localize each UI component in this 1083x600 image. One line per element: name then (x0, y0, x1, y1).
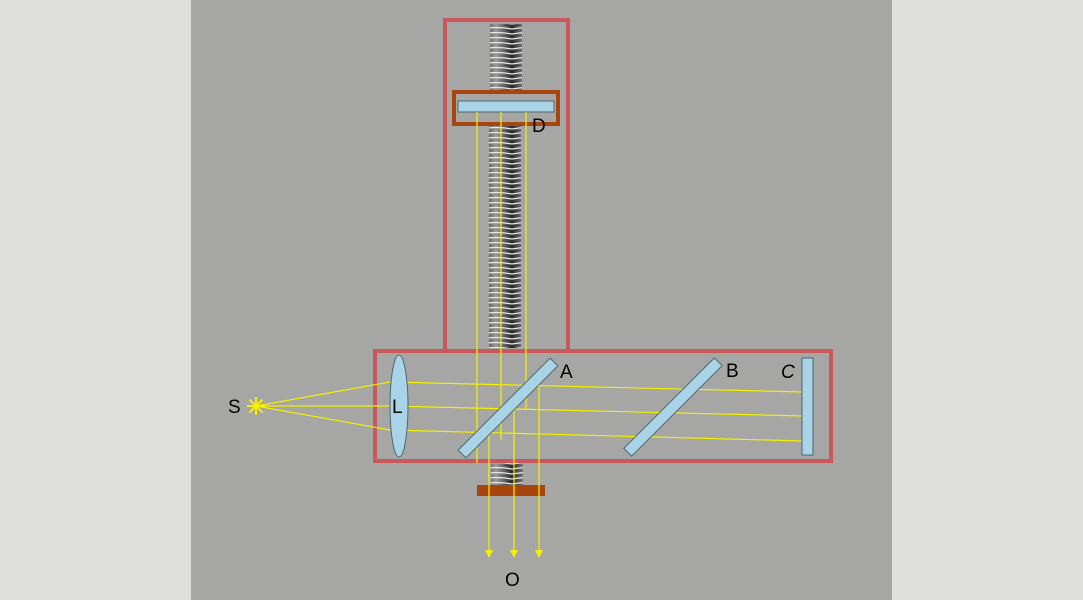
lens-l (389, 354, 409, 458)
ray-horizontal-mid (389, 405, 804, 417)
arrow-out-right (535, 550, 543, 558)
bottom-holder (477, 485, 545, 496)
star-burst-icon (247, 397, 265, 415)
mirror-d-holder (452, 90, 560, 126)
ray-source-top (255, 381, 391, 407)
ray-source-bottom (255, 405, 391, 431)
output-arrows (485, 550, 543, 558)
mirror-b (623, 357, 723, 457)
label-mirror-d: D (532, 116, 546, 137)
mirror-c (801, 357, 814, 456)
top-screw (490, 24, 522, 90)
label-lens: L (392, 397, 403, 418)
label-mirror-c: C (781, 362, 795, 383)
label-mirror-b: B (726, 361, 739, 382)
horizontal-frame (373, 349, 833, 463)
rays (255, 112, 804, 552)
ray-horizontal-top (389, 381, 804, 393)
label-observer: O (505, 570, 520, 591)
label-mirror-a: A (560, 362, 573, 383)
mirror-d (457, 100, 555, 113)
ray-horizontal-bottom (389, 429, 804, 442)
arrow-out-mid (510, 550, 518, 558)
arrow-out-left (485, 550, 493, 558)
mirror-a (457, 357, 559, 459)
lead-screw (489, 126, 521, 348)
diagram-panel (191, 0, 892, 600)
label-source: S (228, 397, 241, 418)
bottom-screw (491, 463, 523, 487)
